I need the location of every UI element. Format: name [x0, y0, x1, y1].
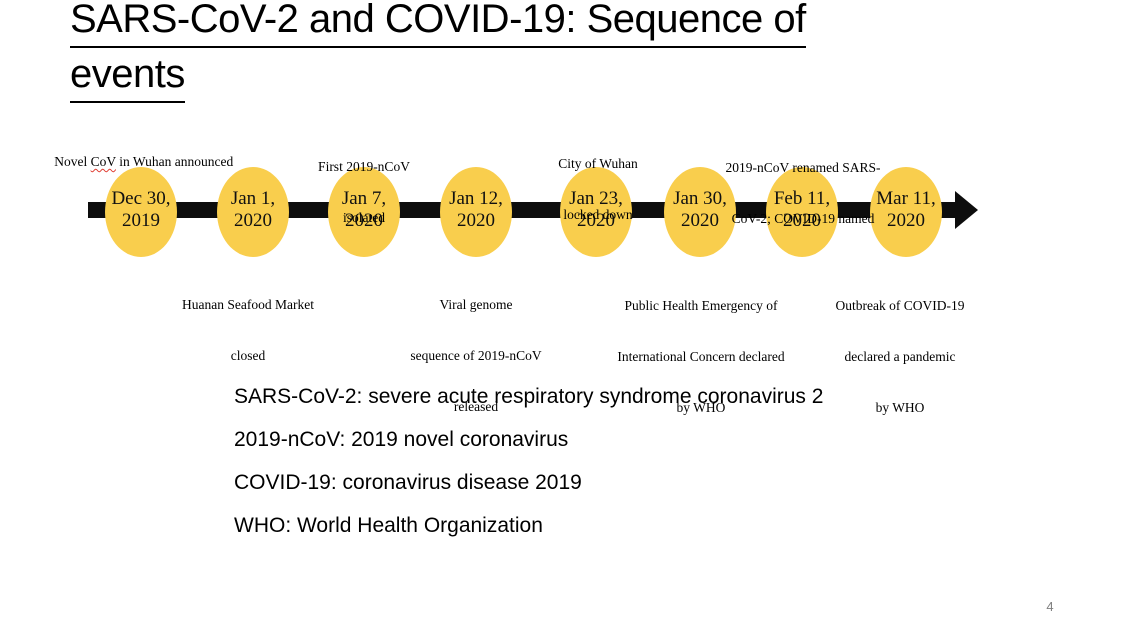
label-line: sequence of 2019-nCoV	[410, 348, 542, 363]
label-line: International Concern declared	[617, 349, 785, 364]
label-line: locked down	[563, 207, 633, 222]
label-text-spellchecked: CoV	[90, 154, 116, 169]
label-line: by WHO	[875, 400, 925, 415]
label-line: isolated	[342, 210, 385, 225]
event-date-line1: Jan 30,	[673, 188, 727, 209]
label-line: released	[453, 399, 499, 414]
event-date-line1: Feb 11,	[773, 188, 831, 209]
event-date-line2: 2020	[234, 210, 272, 231]
timeline-label-below: Viral genome sequence of 2019-nCoV relea…	[410, 262, 541, 449]
event-date-line1: Jan 7,	[341, 188, 387, 209]
label-line: City of Wuhan	[558, 156, 638, 171]
label-line: Viral genome	[439, 297, 513, 312]
timeline-arrow-head-icon	[955, 191, 978, 229]
timeline-label-above: City of Wuhan locked down	[558, 121, 637, 257]
page-number: 4	[1046, 599, 1054, 614]
label-text-pre: Novel	[54, 154, 91, 169]
label-line: closed	[230, 348, 266, 363]
event-date-line1: Dec 30,	[111, 188, 171, 209]
slide-title-line1: SARS-CoV-2 and COVID-19: Sequence of	[70, 0, 806, 48]
label-line: 2019-nCoV renamed SARS-	[725, 160, 881, 175]
label-line: by WHO	[676, 400, 726, 415]
event-date-line1: Jan 12,	[449, 188, 503, 209]
timeline-arrow-shaft	[88, 202, 956, 218]
event-date-line2: 2020	[577, 210, 615, 231]
definitions-list: SARS-CoV-2: severe acute respiratory syn…	[234, 375, 823, 547]
timeline-label-below: Public Health Emergency of International…	[617, 263, 784, 450]
slide-title-line2-text: events	[70, 54, 185, 103]
timeline-event-circle: Jan 23, 2020	[560, 167, 632, 257]
event-date-line2: 2020	[681, 210, 719, 231]
slide-title-line2: events	[70, 54, 185, 103]
timeline-event-circle: Jan 7, 2020	[328, 167, 400, 257]
timeline-label-above: First 2019-nCoV isolated	[318, 124, 410, 260]
definition-item: SARS-CoV-2: severe acute respiratory syn…	[234, 385, 824, 408]
event-date-line1: Jan 1,	[230, 188, 276, 209]
definition-item: COVID-19: coronavirus disease 2019	[234, 471, 582, 494]
timeline-label-above: 2019-nCoV renamed SARS- CoV-2; COVID-19 …	[726, 125, 881, 261]
label-line: declared a pandemic	[844, 349, 956, 364]
timeline-event-circle: Feb 11, 2020	[766, 167, 838, 257]
timeline-label-below: Outbreak of COVID-19 declared a pandemic…	[836, 263, 965, 450]
event-date-line2: 2020	[783, 210, 821, 231]
timeline-label-below: Huanan Seafood Market closed	[182, 262, 314, 398]
timeline-event-circle: Mar 11, 2020	[870, 167, 942, 257]
definition-item: 2019-nCoV: 2019 novel coronavirus	[234, 428, 569, 451]
event-date-line2: 2020	[457, 210, 495, 231]
label-line: CoV-2; COVID-19 named	[731, 211, 875, 226]
timeline-event-circle: Jan 12, 2020	[440, 167, 512, 257]
event-date-line1: Mar 11,	[876, 188, 936, 209]
event-date-line1: Jan 23,	[569, 188, 623, 209]
timeline-event-circle: Jan 30, 2020	[664, 167, 736, 257]
label-line: First 2019-nCoV	[318, 159, 410, 174]
label-text-post: in Wuhan announced	[115, 154, 234, 169]
timeline-event-circle: Dec 30, 2019	[105, 167, 177, 257]
event-date-line2: 2019	[122, 210, 160, 231]
timeline-label-above: Novel CoV in Wuhan announced	[41, 136, 233, 187]
label-line: Outbreak of COVID-19	[835, 298, 965, 313]
event-date-line2: 2020	[345, 210, 383, 231]
label-line: Huanan Seafood Market	[182, 297, 314, 312]
event-date-line2: 2020	[887, 210, 925, 231]
slide-title-line1-text: SARS-CoV-2 and COVID-19: Sequence of	[70, 0, 806, 48]
timeline-event-circle: Jan 1, 2020	[217, 167, 289, 257]
label-line: Public Health Emergency of	[624, 298, 778, 313]
definition-item: WHO: World Health Organization	[234, 514, 543, 537]
